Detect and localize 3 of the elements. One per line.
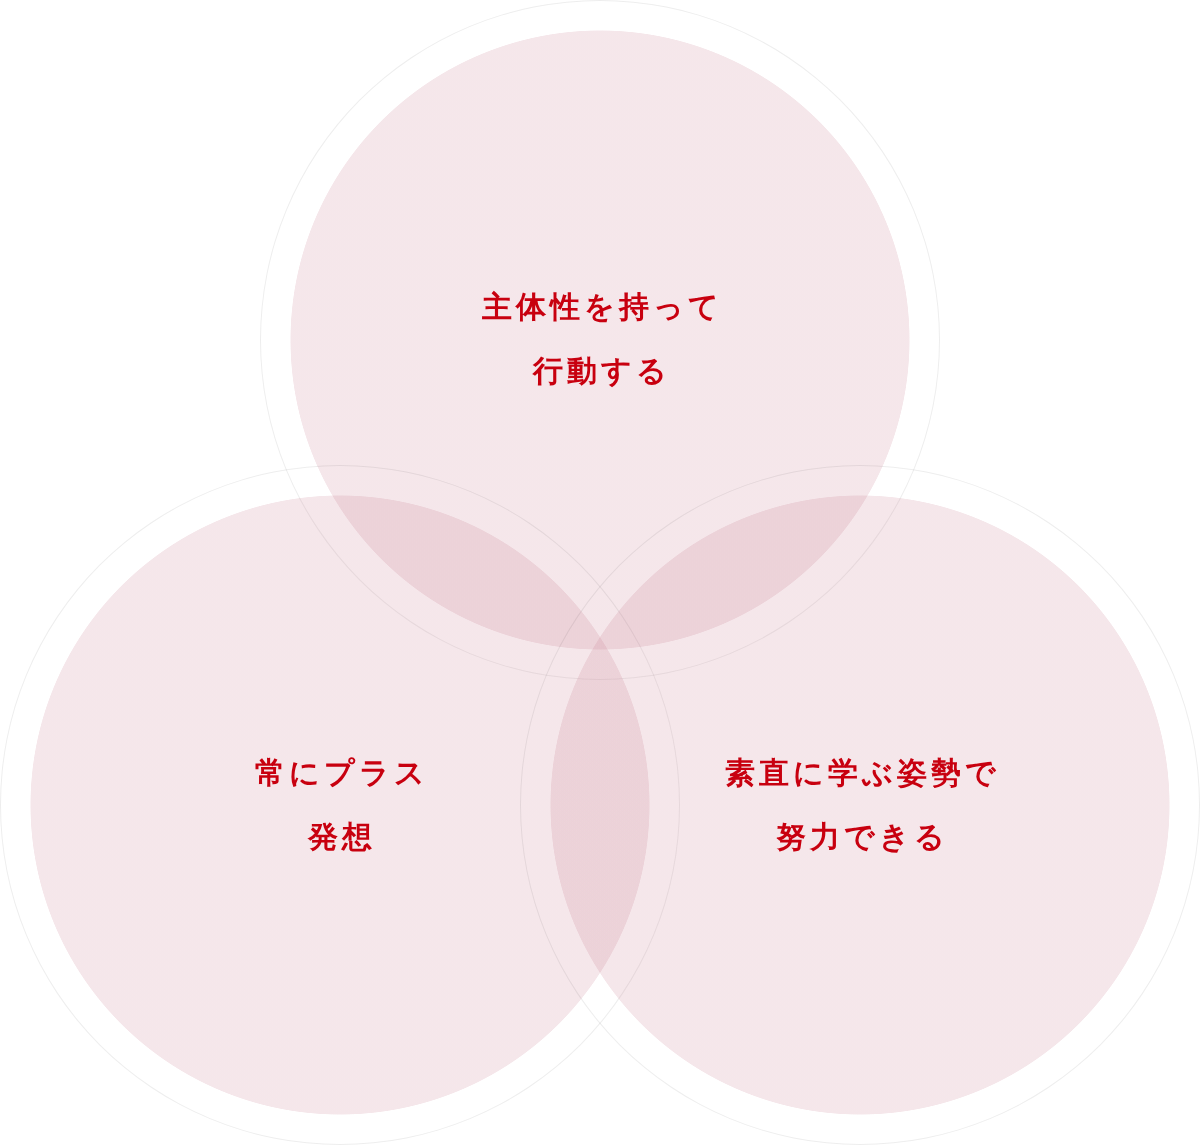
circle-label: 素直に学ぶ姿勢で努力できる (723, 754, 1001, 856)
circle-label: 常にプラス発想 (254, 754, 430, 856)
circle-label: 主体性を持って行動する (480, 288, 724, 390)
